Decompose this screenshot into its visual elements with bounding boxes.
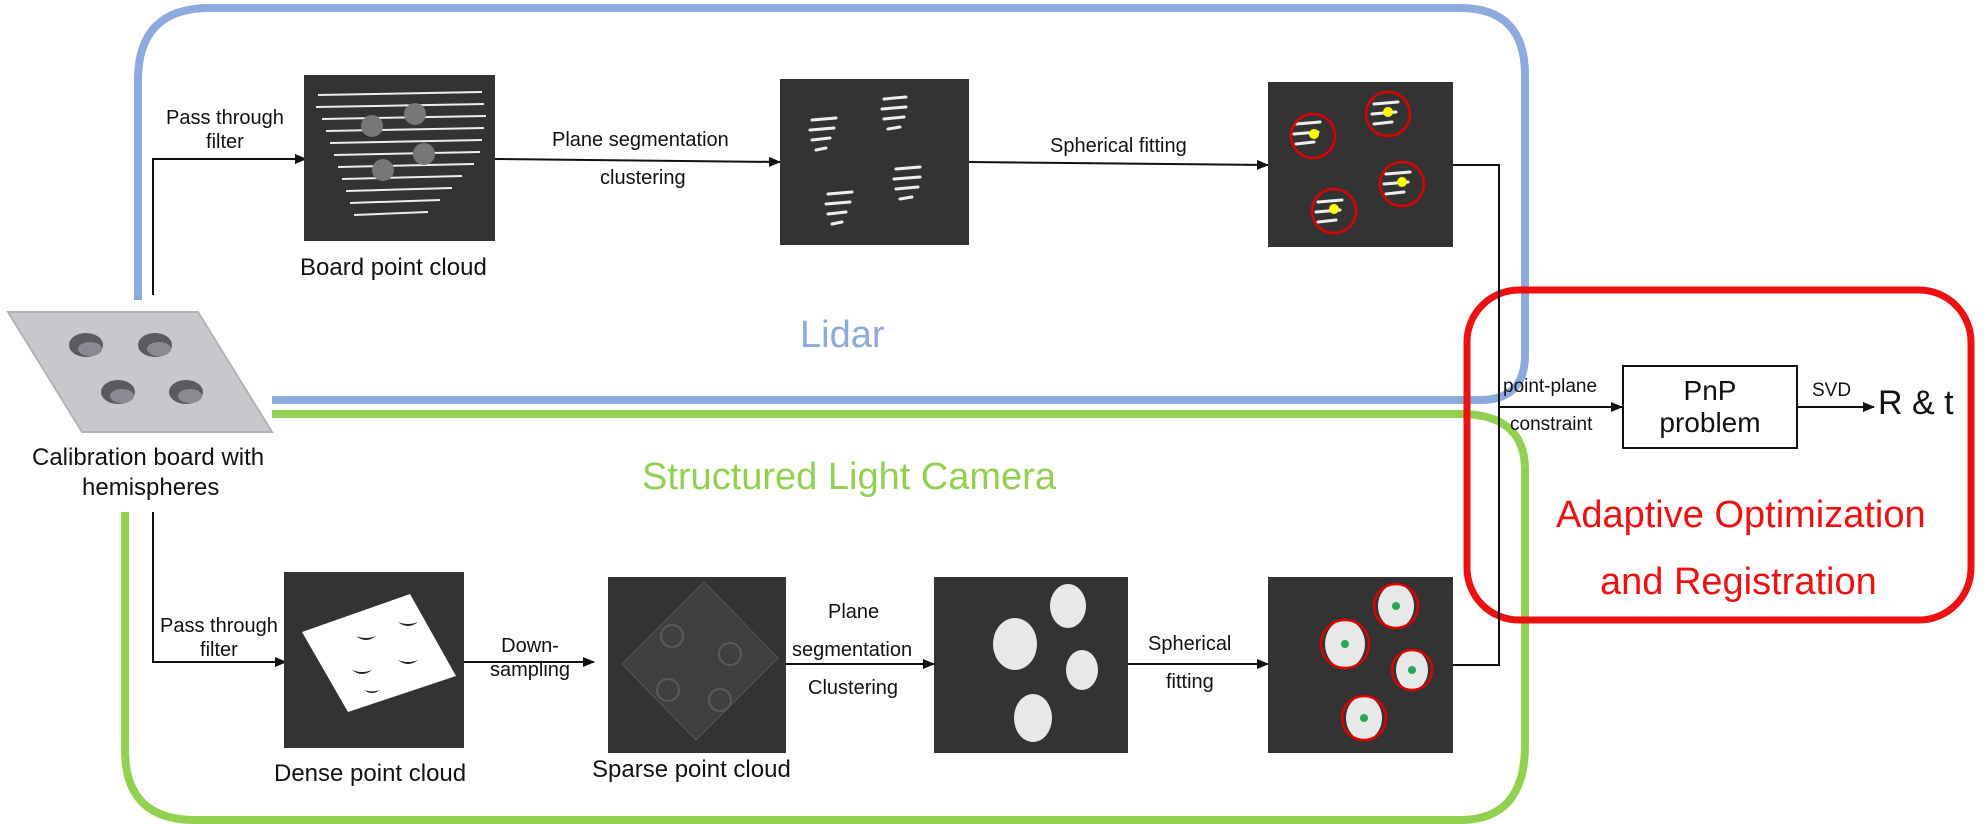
camera-clustered-panel <box>934 577 1128 753</box>
lidar-merge-line <box>1453 164 1500 666</box>
fitted-sphere-marker <box>1289 112 1337 160</box>
fitted-sphere-marker <box>1340 694 1388 742</box>
pnp-label: PnP <box>1683 374 1737 406</box>
hemisphere-icon <box>138 333 172 357</box>
point-cluster <box>1066 650 1098 690</box>
sparse-point-cloud-caption: Sparse point cloud <box>592 756 791 783</box>
fitted-sphere-marker <box>1364 90 1412 138</box>
fitted-sphere-marker <box>1319 618 1371 670</box>
point-cluster <box>1050 584 1086 628</box>
optimization-region-title-line2: and Registration <box>1600 561 1877 603</box>
camera-center-dot <box>1360 714 1368 722</box>
hemisphere-icon <box>718 642 742 666</box>
calibration-board-label-line2: hemispheres <box>82 474 220 501</box>
calibration-board-image <box>6 311 274 433</box>
camera-fitting-label: fitting <box>1166 671 1214 693</box>
board-point-cloud-caption: Board point cloud <box>300 254 487 281</box>
lidar-step3-arrow <box>968 159 1269 170</box>
lidar-clustering-label: clustering <box>600 167 686 189</box>
camera-region-border <box>121 410 1529 824</box>
hemisphere-icon <box>364 690 380 693</box>
hemisphere-icon <box>660 624 684 648</box>
constraint-label: constraint <box>1510 414 1593 435</box>
hemisphere-icon <box>169 380 203 404</box>
fitted-sphere-marker <box>1310 187 1358 235</box>
lidar-center-dot <box>1329 204 1339 214</box>
lidar-pass-through-label: Pass through filter <box>166 107 284 153</box>
point-plane-label: point-plane <box>1503 376 1598 397</box>
fitted-sphere-marker <box>1372 582 1420 630</box>
problem-label: problem <box>1659 407 1761 438</box>
dense-point-cloud-caption: Dense point cloud <box>274 760 467 787</box>
lidar-center-dot <box>1397 177 1407 187</box>
lidar-step2-arrow <box>494 156 781 167</box>
camera-segmentation-label: segmentation <box>792 639 913 661</box>
camera-clustering-label: Clustering <box>808 677 899 699</box>
down-sampling-label: Down- sampling <box>490 635 571 681</box>
camera-region-title: Structured Light Camera <box>642 456 1056 498</box>
hemisphere-icon <box>398 622 418 626</box>
hemisphere-icon <box>708 688 732 712</box>
calibration-board-label-line1: Calibration board with <box>32 444 265 471</box>
hemisphere-icon <box>361 115 383 137</box>
lidar-region-title: Lidar <box>800 314 885 356</box>
hemisphere-icon <box>398 660 418 664</box>
fitted-sphere-marker <box>1378 160 1426 208</box>
hemisphere-icon <box>101 380 135 404</box>
hemisphere-icon <box>656 678 680 702</box>
lidar-center-dot <box>1383 107 1393 117</box>
camera-pass-through-label: Pass through filter <box>160 615 278 661</box>
lidar-center-dot <box>1309 129 1319 139</box>
lidar-clustered-panel <box>780 79 969 245</box>
hemisphere-icon <box>356 636 376 640</box>
camera-branch-arrow <box>152 512 287 667</box>
lidar-branch-arrow <box>152 154 307 295</box>
hemisphere-icon <box>404 103 426 125</box>
camera-center-dot <box>1392 602 1400 610</box>
fitted-sphere-marker <box>1390 648 1434 692</box>
camera-fitted-panel <box>1268 577 1453 753</box>
svd-label: SVD <box>1812 380 1852 401</box>
point-cluster <box>1014 694 1052 742</box>
hemisphere-icon <box>69 333 103 357</box>
lidar-fitted-panel <box>1268 82 1453 247</box>
lidar-spherical-fitting-label: Spherical fitting <box>1050 135 1187 157</box>
dense-point-cloud-panel <box>284 572 464 748</box>
hemisphere-icon <box>352 670 372 674</box>
result-r-and-t: R & t <box>1878 384 1954 422</box>
sparse-point-cloud-panel <box>608 577 786 753</box>
pnp-problem-box: PnP problem <box>1622 365 1798 449</box>
board-point-cloud-panel <box>304 75 495 241</box>
camera-plane-label: Plane <box>828 601 880 623</box>
camera-center-dot <box>1341 640 1349 648</box>
camera-spherical-label: Spherical <box>1148 633 1232 655</box>
hemisphere-icon <box>372 159 394 181</box>
hemisphere-icon <box>413 143 435 165</box>
optimization-region-border <box>1463 286 1975 624</box>
optimization-region-title-line1: Adaptive Optimization <box>1556 494 1926 536</box>
lidar-region-border <box>134 4 1529 404</box>
camera-center-dot <box>1408 666 1416 674</box>
lidar-plane-segmentation-label: Plane segmentation <box>552 129 729 151</box>
point-cluster <box>993 618 1037 670</box>
